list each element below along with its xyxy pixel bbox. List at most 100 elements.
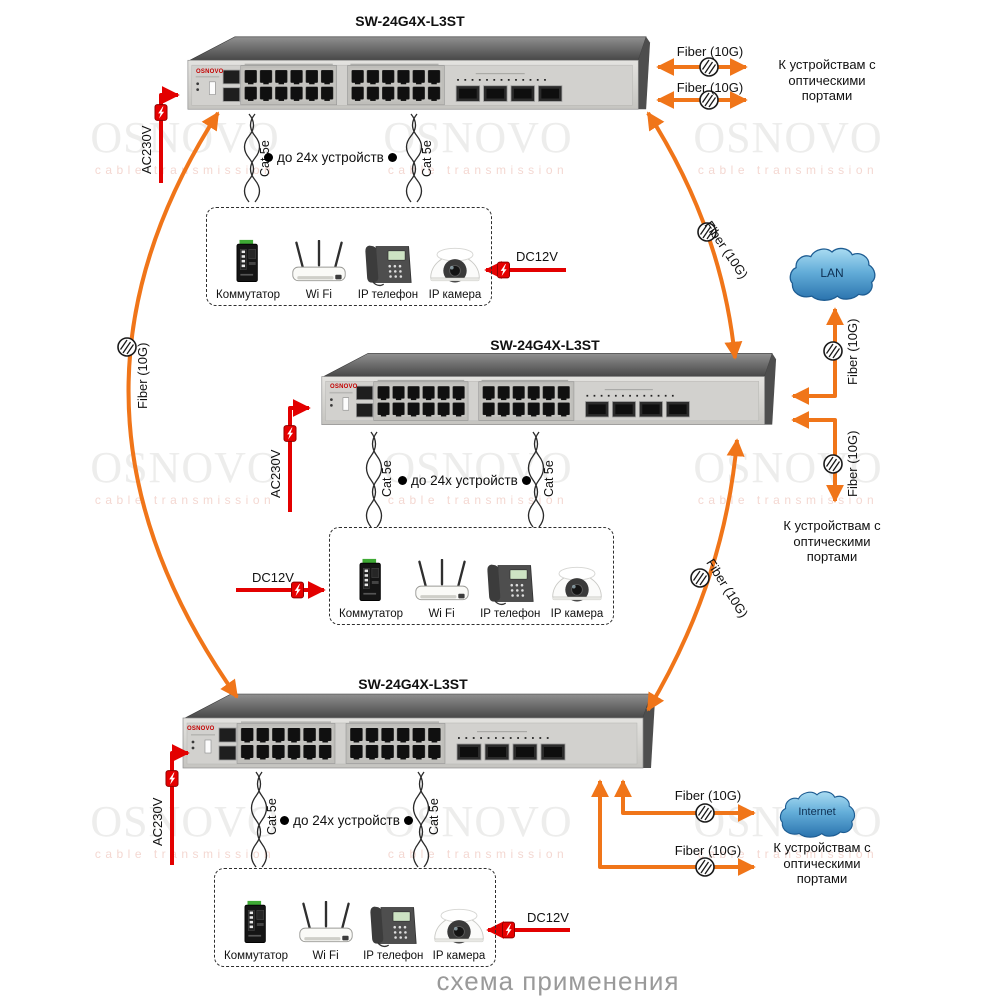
fiber-symbol bbox=[117, 337, 137, 357]
fiber-label: Fiber (10G) bbox=[674, 843, 742, 858]
device-label: Wi Fi bbox=[428, 608, 455, 620]
ip-phone-icon bbox=[486, 561, 534, 606]
cat5e-label: Cat 5e bbox=[420, 140, 434, 178]
switch-bottom-title: SW-24G4X-L3ST bbox=[358, 676, 468, 692]
cat5e-label: Cat 5e bbox=[265, 798, 279, 836]
device-commutator: Коммутатор bbox=[339, 556, 403, 620]
switch-middle-title: SW-24G4X-L3ST bbox=[490, 337, 600, 353]
bullet-dot bbox=[264, 153, 273, 162]
device-ip-camera: IP камера bbox=[550, 561, 604, 620]
devices-count-row: до 24x устройств bbox=[398, 473, 531, 488]
cat5e-label: Cat 5e bbox=[380, 460, 394, 498]
device-label: IP камера bbox=[428, 289, 482, 301]
cat5e-label: Cat 5e bbox=[427, 798, 441, 836]
power-bolt-icon bbox=[165, 770, 179, 787]
lan-label: LAN bbox=[820, 266, 844, 280]
device-label: Wi Fi bbox=[312, 950, 339, 962]
device-group-bottom: Коммутатор Wi Fi IP телефон IP камера bbox=[214, 868, 496, 967]
ip-phone-icon bbox=[369, 903, 417, 948]
fiber-label: Fiber (10G) bbox=[674, 788, 742, 803]
device-label: IP телефон bbox=[480, 608, 541, 620]
ac-power-label: AC230V bbox=[268, 449, 283, 499]
fiber-symbol bbox=[823, 341, 843, 361]
device-wifi: Wi Fi bbox=[290, 240, 348, 301]
device-label: Wi Fi bbox=[305, 289, 332, 301]
ip-camera-icon bbox=[432, 903, 486, 948]
wifi-router-icon bbox=[413, 559, 471, 606]
switch-top bbox=[186, 35, 651, 111]
fiber-link-lan bbox=[791, 307, 844, 405]
fiber-symbol bbox=[690, 568, 710, 588]
fiber-ring-left-link bbox=[126, 111, 239, 699]
optical-devices-text: К устройствам с оптическими портами bbox=[778, 57, 876, 104]
dc-power-label: DC12V bbox=[516, 249, 558, 264]
power-bolt-icon bbox=[154, 104, 168, 121]
device-label: Коммутатор bbox=[216, 289, 280, 301]
devices-count-label: до 24x устройств bbox=[293, 813, 400, 828]
switch-bottom bbox=[182, 693, 656, 769]
device-ip-camera: IP камера bbox=[432, 903, 486, 962]
internet-label: Internet bbox=[798, 806, 836, 818]
switch-top-title: SW-24G4X-L3ST bbox=[355, 13, 465, 29]
devices-count-label: до 24x устройств bbox=[277, 150, 384, 165]
ac-power-line-middle bbox=[288, 399, 311, 512]
device-label: IP камера bbox=[550, 608, 604, 620]
wifi-router-icon bbox=[290, 240, 348, 287]
fiber-label: Fiber (10G) bbox=[845, 318, 860, 386]
device-label: IP камера bbox=[432, 950, 486, 962]
device-group-middle: Коммутатор Wi Fi IP телефон IP камера bbox=[329, 527, 614, 625]
device-label: IP телефон bbox=[363, 950, 424, 962]
ip-camera-icon bbox=[550, 561, 604, 606]
fiber-symbol bbox=[699, 57, 719, 77]
device-ip-phone: IP телефон bbox=[480, 561, 540, 620]
power-bolt-icon bbox=[502, 921, 515, 939]
device-wifi: Wi Fi bbox=[413, 559, 471, 620]
devices-count-row: до 24x устройств bbox=[280, 813, 413, 828]
devices-count-row: до 24x устройств bbox=[264, 150, 397, 165]
device-commutator: Коммутатор bbox=[216, 237, 280, 301]
optical-devices-text: К устройствам с оптическими портами bbox=[783, 518, 881, 565]
device-ip-phone: IP телефон bbox=[358, 242, 418, 301]
diagram-caption: схема применения bbox=[436, 966, 680, 996]
switch-brand-logo: OSNOVO bbox=[187, 726, 215, 732]
device-group-top: Коммутатор Wi Fi IP телефон IP камера bbox=[206, 207, 492, 306]
ip-phone-icon bbox=[364, 242, 412, 287]
fiber-symbol bbox=[695, 803, 715, 823]
bullet-dot bbox=[521, 476, 531, 485]
switch-middle bbox=[320, 352, 777, 426]
cat5e-braid bbox=[243, 113, 545, 868]
device-commutator: Коммутатор bbox=[224, 898, 288, 962]
device-wifi: Wi Fi bbox=[297, 901, 355, 962]
switch-brand-logo: OSNOVO bbox=[330, 384, 358, 390]
devices-count-label: до 24x устройств bbox=[411, 473, 518, 488]
bullet-dot bbox=[387, 153, 397, 162]
fiber-label: Fiber (10G) bbox=[845, 430, 860, 498]
industrial-switch-icon bbox=[231, 237, 265, 287]
dc-power-label: DC12V bbox=[527, 910, 569, 925]
device-label: IP телефон bbox=[357, 289, 419, 301]
fiber-symbol bbox=[695, 857, 715, 877]
device-ip-phone: IP телефон bbox=[363, 903, 423, 962]
ac-power-label: AC230V bbox=[139, 125, 154, 175]
fiber-label: Fiber (10G) bbox=[676, 44, 744, 59]
device-ip-camera: IP камера bbox=[428, 242, 482, 301]
bullet-dot bbox=[280, 816, 289, 825]
ip-camera-icon bbox=[428, 242, 482, 287]
cat5e-label: Cat 5e bbox=[542, 460, 556, 498]
device-label: Коммутатор bbox=[224, 950, 288, 962]
dc-power-label: DC12V bbox=[252, 570, 294, 585]
ac-power-line-bottom bbox=[170, 744, 190, 865]
ac-power-label: AC230V bbox=[150, 797, 165, 847]
fiber-link-mid-optical bbox=[791, 411, 844, 503]
power-bolt-icon bbox=[283, 425, 297, 442]
optical-devices-text: К устройствам с оптическими портами bbox=[773, 840, 871, 887]
industrial-switch-icon bbox=[239, 898, 273, 948]
fiber-label: Fiber (10G) bbox=[135, 342, 150, 410]
wifi-router-icon bbox=[297, 901, 355, 948]
bullet-dot bbox=[403, 816, 413, 825]
fiber-label: Fiber (10G) bbox=[676, 80, 744, 95]
device-label: Коммутатор bbox=[339, 608, 403, 620]
fiber-symbol bbox=[823, 454, 843, 474]
